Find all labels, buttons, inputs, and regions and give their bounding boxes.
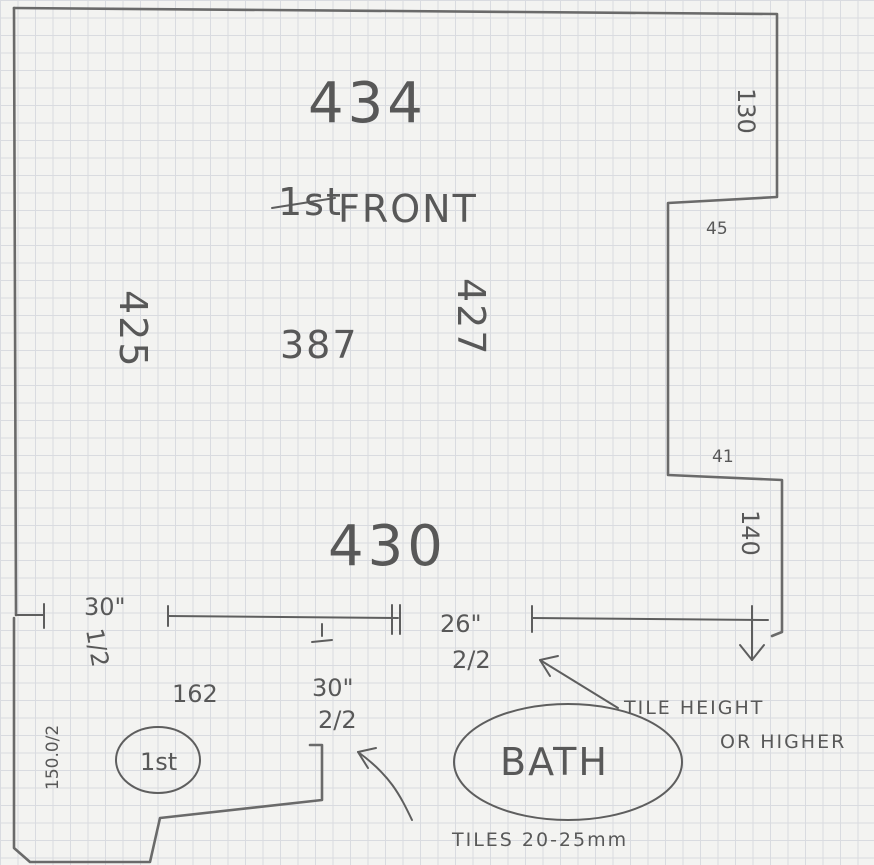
dimension-inner-height: 427 <box>449 278 493 357</box>
dimension-bath-length: 162 <box>172 680 218 708</box>
tile-size-2: 26" <box>440 610 482 638</box>
tile-size-3: 30" <box>312 674 354 702</box>
dimension-mark <box>311 639 333 643</box>
tile-fraction-2: 2/2 <box>452 646 491 674</box>
note-tile-height: TILE HEIGHT <box>623 697 764 719</box>
dimension-notch-top: 130 <box>732 88 760 134</box>
dimension-notch-bottom-depth: 41 <box>712 447 734 467</box>
arrow-head-icon <box>539 655 559 677</box>
tile-fraction-1: 1/2 <box>80 626 114 669</box>
dimension-line-right <box>531 617 769 621</box>
lower-outline <box>12 616 324 864</box>
dimension-back-wall: 430 <box>328 514 447 579</box>
dimension-left-height: 425 <box>111 290 155 369</box>
tile-size-1: 30" <box>84 593 126 621</box>
dimension-inner-width: 387 <box>280 323 359 367</box>
front-label: FRONT <box>338 187 478 231</box>
bath-label: BATH <box>500 740 609 784</box>
dimension-top-width: 434 <box>308 71 427 136</box>
floor-label: 1st <box>140 748 177 776</box>
tile-fraction-3: 2/2 <box>318 706 357 734</box>
struck-label: 1st <box>278 180 343 224</box>
floor-circle <box>115 726 201 794</box>
bath-circle <box>453 703 683 821</box>
arrow-head-icon <box>739 644 765 661</box>
dimension-side-height: 150.0/2 <box>43 725 63 790</box>
arrow-line <box>539 659 619 709</box>
arrow-line <box>357 751 413 821</box>
left-wall <box>12 6 18 617</box>
dimension-notch-top-depth: 45 <box>706 219 728 239</box>
note-tiles: TILES 20-25mm <box>451 829 628 851</box>
room-outline <box>12 6 784 638</box>
strike-through <box>271 197 336 209</box>
note-or-higher: OR HIGHER <box>720 731 846 753</box>
arrow-head-icon <box>357 747 377 769</box>
dimension-notch-bottom: 140 <box>736 510 764 556</box>
dimension-line-middle <box>167 615 399 619</box>
